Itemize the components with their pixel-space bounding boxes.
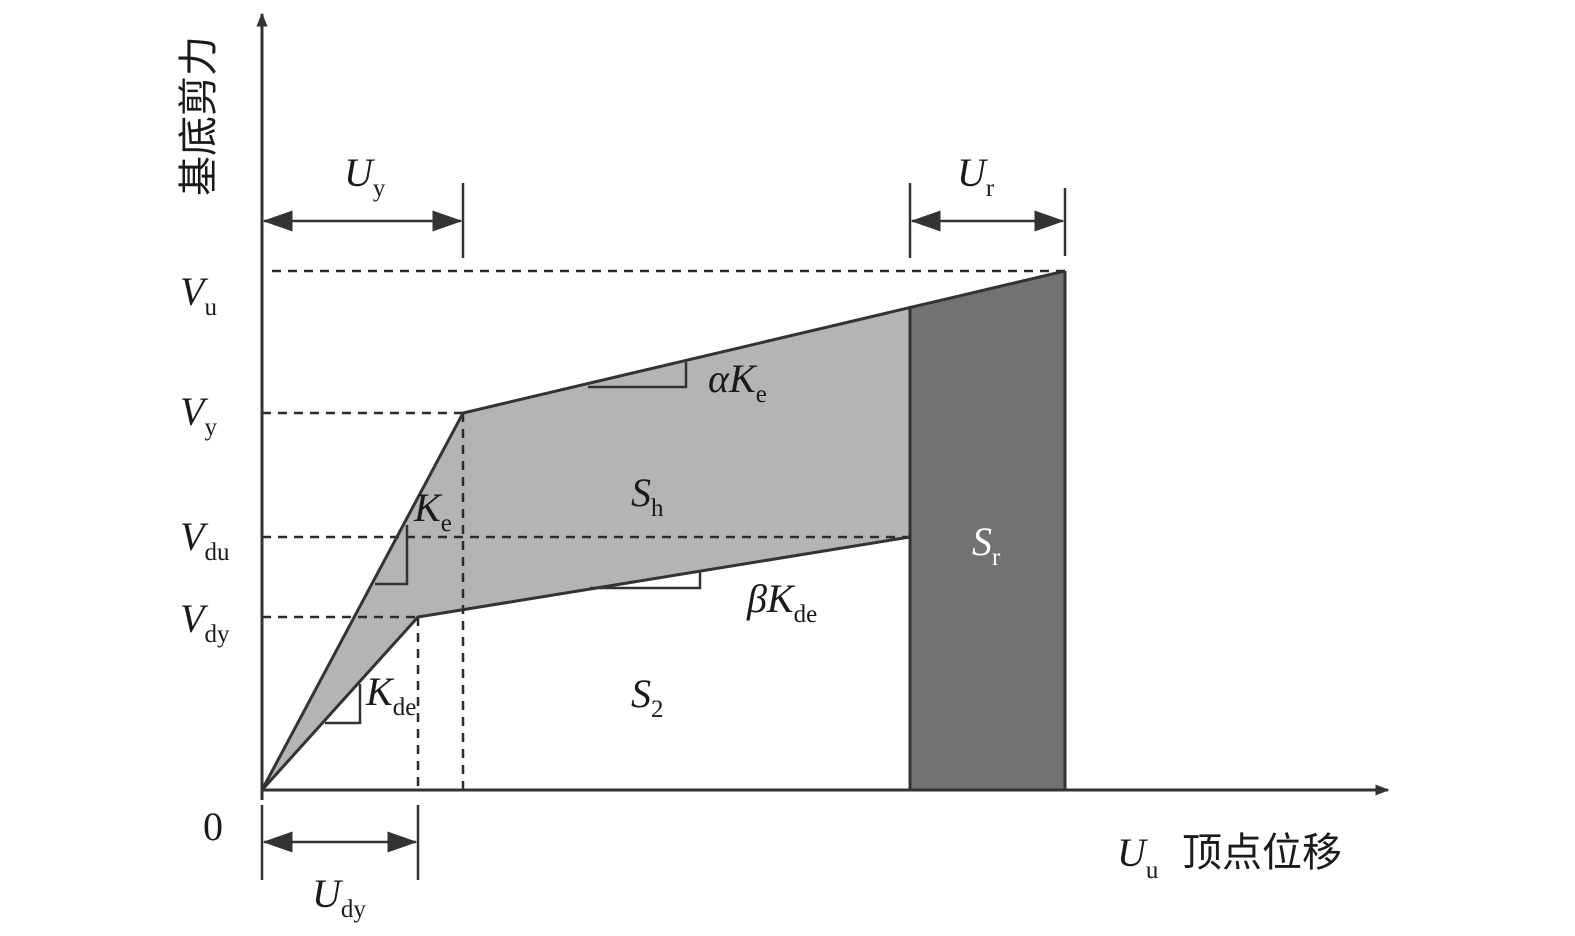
uy-subscript: y [373, 175, 386, 202]
s2-subscript: 2 [651, 696, 664, 723]
x-axis-text: 顶点位移 [1182, 830, 1342, 876]
sr-symbol: S [972, 519, 992, 564]
sr-subscript: r [992, 544, 1001, 571]
beta-symbol: β [746, 576, 767, 621]
vy-symbol: V [180, 389, 209, 434]
alpha-ke-label: αKe [708, 356, 767, 408]
vy-label: Vy [180, 389, 217, 441]
udy-subscript: dy [341, 896, 367, 923]
vu-label: Vu [180, 269, 217, 321]
kde-label: Kde [365, 669, 416, 721]
lower-curve-line [260, 535, 911, 792]
vdy-symbol: V [180, 596, 209, 641]
udy-label: Udy [312, 871, 366, 923]
ur-symbol: U [957, 150, 989, 195]
vdu-symbol: V [180, 514, 209, 559]
vdu-label: Vdu [180, 514, 230, 566]
beta-kde-symbol: K [766, 576, 796, 621]
alpha-ke-slope-triangle [588, 362, 688, 389]
residual-area-sr [910, 271, 1065, 790]
vu-symbol: V [180, 269, 209, 314]
alpha-ke-symbol: K [728, 356, 758, 401]
sh-subscript: h [651, 495, 664, 522]
upper-curve-line [260, 269, 1066, 791]
s2-label: S2 [631, 671, 664, 723]
x-axis-label: Uu [1117, 830, 1159, 884]
ur-subscript: r [986, 175, 995, 202]
ke-slope-triangle [375, 525, 409, 586]
vu-subscript: u [204, 294, 217, 321]
beta-kde-label: βKde [746, 576, 817, 628]
uy-symbol: U [344, 150, 376, 195]
uy-label: Uy [344, 150, 386, 202]
ke-symbol: K [413, 485, 443, 530]
sh-label: Sh [631, 470, 664, 522]
alpha-symbol: α [708, 356, 730, 401]
ur-label: Ur [957, 150, 995, 202]
origin-label: 0 [203, 804, 223, 849]
vy-subscript: y [204, 414, 217, 441]
udy-symbol: U [312, 871, 344, 916]
hysteresis-area-sh [262, 306, 910, 790]
vdu-subscript: du [204, 539, 230, 566]
sh-symbol: S [631, 470, 651, 515]
beta-kde-slope-triangle [590, 570, 702, 590]
kde-slope-triangle [325, 684, 362, 725]
x-axis-subscript: u [1146, 857, 1159, 884]
sr-label: Sr [972, 519, 1001, 571]
ke-subscript: e [441, 510, 452, 537]
ke-label: Ke [413, 485, 452, 537]
kde-symbol: K [365, 669, 395, 714]
kde-subscript: de [393, 694, 417, 721]
vdy-label: Vdy [180, 596, 230, 648]
beta-kde-subscript: de [794, 601, 818, 628]
alpha-ke-subscript: e [756, 381, 767, 408]
x-axis-symbol: U [1117, 830, 1149, 875]
y-axis-label: 基底剪力 [176, 36, 222, 196]
vdy-subscript: dy [204, 621, 230, 648]
s2-symbol: S [631, 671, 651, 716]
